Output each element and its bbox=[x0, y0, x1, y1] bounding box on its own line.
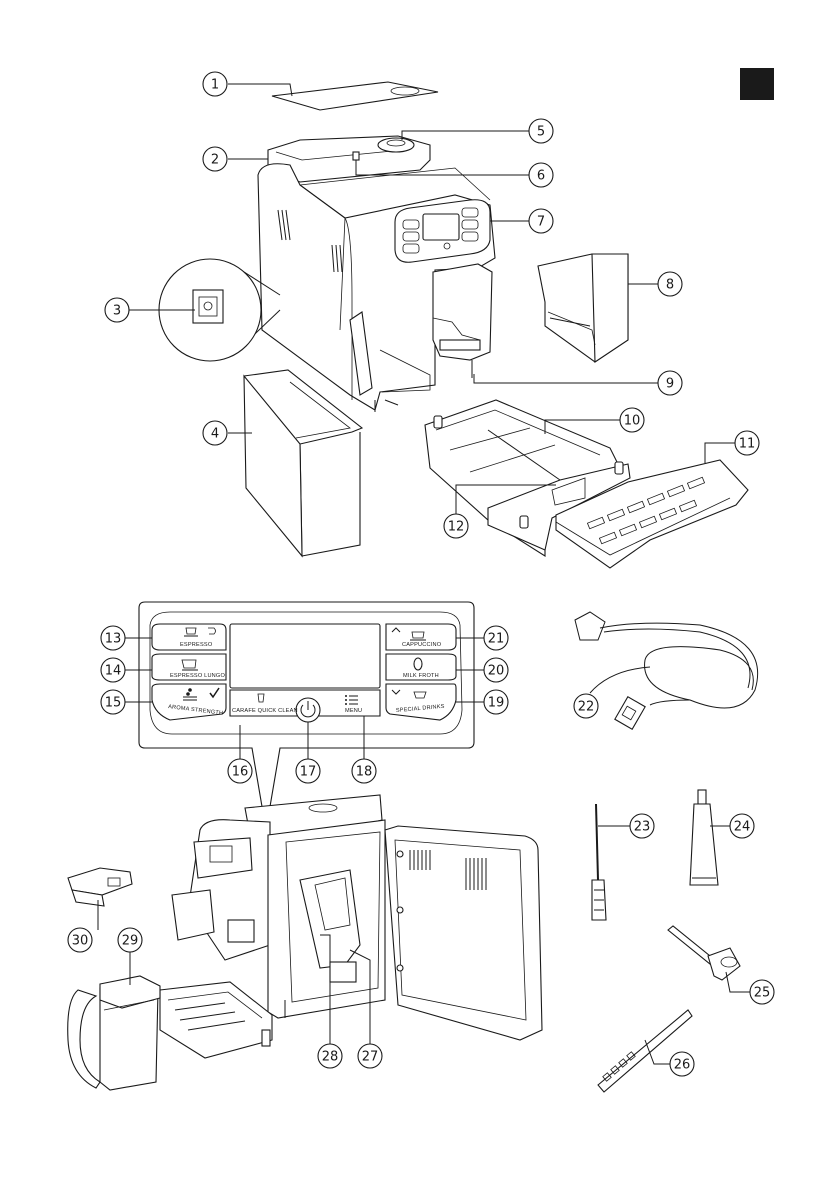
callout-3: 3 bbox=[104, 297, 130, 323]
cappuccino-label: CAPPUCCINO bbox=[402, 642, 442, 648]
callout-7: 7 bbox=[528, 208, 554, 234]
callout-14: 14 bbox=[100, 657, 126, 683]
coffee-grounds-container bbox=[537, 253, 629, 364]
svg-text:8: 8 bbox=[666, 278, 674, 293]
espresso-lungo-label: ESPRESSO LUNGO bbox=[170, 673, 225, 679]
callout-13: 13 bbox=[100, 625, 126, 651]
callout-21: 21 bbox=[483, 625, 509, 651]
callouts: 1 2 3 4 5 6 7 8 9 10 11 12 13 14 15 16 1… bbox=[67, 71, 775, 1077]
callout-23: 23 bbox=[629, 813, 655, 839]
svg-text:5: 5 bbox=[537, 125, 545, 140]
callout-17: 17 bbox=[295, 758, 321, 784]
grease-tube bbox=[689, 789, 719, 886]
svg-text:16: 16 bbox=[232, 765, 249, 780]
svg-text:15: 15 bbox=[105, 696, 122, 711]
test-strip bbox=[597, 1009, 693, 1093]
callout-29: 29 bbox=[117, 927, 143, 953]
svg-text:23: 23 bbox=[634, 820, 651, 835]
svg-text:2: 2 bbox=[211, 153, 219, 168]
svg-text:1: 1 bbox=[211, 78, 219, 93]
machine-body bbox=[257, 135, 496, 412]
callout-5: 5 bbox=[528, 118, 554, 144]
espresso-label: ESPRESSO bbox=[180, 642, 213, 648]
callout-19: 19 bbox=[483, 689, 509, 715]
callout-22: 22 bbox=[573, 693, 599, 719]
callout-15: 15 bbox=[100, 689, 126, 715]
callout-27: 27 bbox=[357, 1043, 383, 1069]
callout-25: 25 bbox=[749, 979, 775, 1005]
callout-12: 12 bbox=[443, 513, 469, 539]
svg-text:18: 18 bbox=[356, 765, 373, 780]
svg-text:17: 17 bbox=[300, 765, 317, 780]
svg-text:24: 24 bbox=[734, 820, 751, 835]
svg-text:4: 4 bbox=[211, 427, 219, 442]
callout-10: 10 bbox=[619, 407, 645, 433]
svg-text:7: 7 bbox=[537, 215, 545, 230]
svg-text:9: 9 bbox=[666, 377, 674, 392]
svg-text:26: 26 bbox=[674, 1058, 691, 1073]
milk-carafe bbox=[67, 975, 161, 1091]
power-socket-magnifier bbox=[158, 258, 281, 362]
callout-30: 30 bbox=[67, 927, 93, 953]
page-marker bbox=[740, 68, 774, 100]
svg-text:14: 14 bbox=[105, 664, 122, 679]
callout-6: 6 bbox=[528, 162, 554, 188]
svg-text:21: 21 bbox=[488, 632, 505, 647]
svg-text:6: 6 bbox=[537, 169, 545, 184]
drip-tray-cover bbox=[555, 459, 749, 569]
svg-text:10: 10 bbox=[624, 414, 641, 429]
svg-text:29: 29 bbox=[122, 934, 139, 949]
menu-label: MENU bbox=[345, 708, 362, 714]
svg-text:20: 20 bbox=[488, 664, 505, 679]
callout-24: 24 bbox=[729, 813, 755, 839]
callout-26: 26 bbox=[669, 1051, 695, 1077]
callout-2: 2 bbox=[202, 146, 228, 172]
bean-hopper-lid bbox=[271, 81, 439, 111]
callout-4: 4 bbox=[202, 420, 228, 446]
special-drinks-label: SPECIAL DRINKS bbox=[396, 704, 445, 714]
svg-text:25: 25 bbox=[754, 986, 771, 1001]
svg-text:19: 19 bbox=[488, 696, 505, 711]
callout-1: 1 bbox=[202, 71, 228, 97]
svg-text:27: 27 bbox=[362, 1050, 379, 1065]
svg-text:22: 22 bbox=[578, 700, 595, 715]
svg-text:11: 11 bbox=[739, 437, 756, 452]
carafe-spout-part bbox=[67, 867, 133, 907]
cleaning-brush bbox=[591, 803, 607, 921]
callout-9: 9 bbox=[657, 370, 683, 396]
callout-8: 8 bbox=[657, 271, 683, 297]
drip-tray bbox=[424, 399, 631, 557]
callout-20: 20 bbox=[483, 657, 509, 683]
water-tank bbox=[243, 369, 364, 558]
leader-lines bbox=[97, 83, 750, 1065]
mains-cord bbox=[574, 611, 759, 731]
svg-text:12: 12 bbox=[448, 520, 465, 535]
control-panel-enlarged bbox=[138, 601, 475, 831]
milk-froth-label: MILK FROTH bbox=[403, 673, 439, 679]
svg-text:30: 30 bbox=[72, 934, 89, 949]
measuring-scoop bbox=[667, 925, 741, 981]
carafe-quick-clean-label: CARAFE QUICK CLEAN bbox=[232, 708, 298, 714]
callout-18: 18 bbox=[351, 758, 377, 784]
svg-text:13: 13 bbox=[105, 632, 122, 647]
machine-door-open bbox=[159, 794, 543, 1059]
callout-28: 28 bbox=[317, 1043, 343, 1069]
callout-16: 16 bbox=[227, 758, 253, 784]
svg-text:28: 28 bbox=[322, 1050, 339, 1065]
callout-11: 11 bbox=[734, 430, 760, 456]
svg-text:3: 3 bbox=[113, 304, 121, 319]
